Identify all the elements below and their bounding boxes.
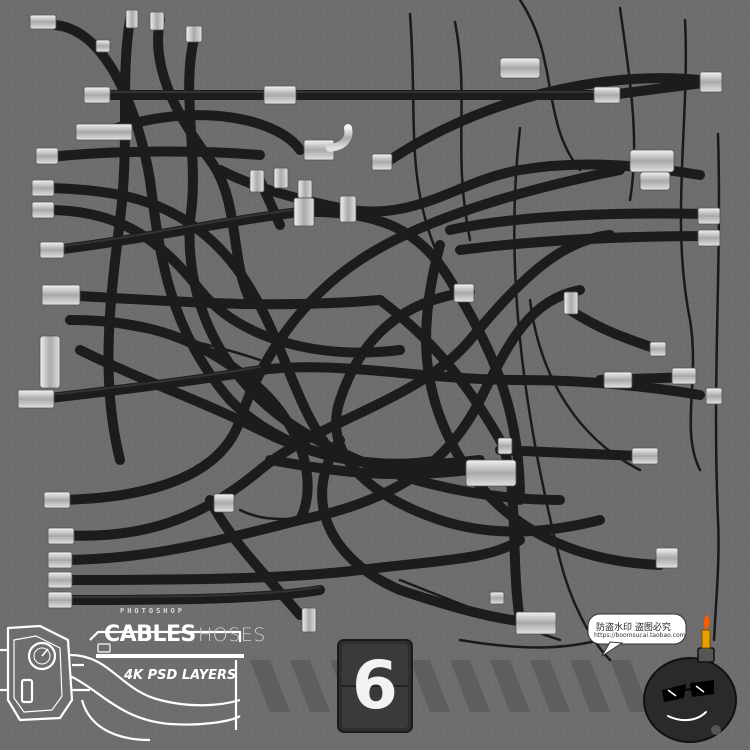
fitting (563, 291, 579, 315)
fitting (497, 437, 513, 455)
fitting (655, 547, 679, 569)
hose-highlight-group (49, 91, 601, 598)
logo-spec-label: 4K PSD LAYERS (124, 668, 237, 683)
fitting (697, 207, 721, 225)
fitting (297, 179, 313, 199)
logo-top-label: PHOTOSHOP (120, 607, 185, 615)
fitting (185, 25, 203, 43)
hose (455, 231, 715, 255)
hose (105, 110, 305, 155)
watermark-text: 防盗水印 盗图必究 (596, 623, 671, 633)
fitting (301, 607, 317, 633)
fitting (83, 86, 111, 104)
fitting (17, 389, 55, 409)
fitting (47, 527, 75, 545)
fitting (263, 85, 297, 105)
fitting (249, 169, 265, 193)
bomb-mascot-icon (643, 614, 737, 743)
hose (43, 205, 405, 358)
fitting (31, 201, 55, 219)
fitting (31, 179, 55, 197)
fitting (699, 71, 723, 93)
hose (75, 345, 445, 469)
fitting (649, 341, 667, 357)
hose (317, 435, 535, 627)
fitting (95, 39, 111, 53)
fitting (43, 491, 71, 509)
fitting (453, 283, 475, 303)
number-plate-icon (337, 639, 413, 733)
hose (45, 146, 265, 162)
hose (55, 230, 615, 541)
badge-digit: 6 (352, 647, 398, 724)
hose (265, 455, 475, 480)
fitting (639, 171, 671, 191)
fitting (47, 551, 73, 569)
hose (215, 159, 705, 217)
fitting (603, 371, 633, 389)
watermark-url: https://boomsucai.taobao.com (594, 632, 686, 639)
hose (385, 73, 705, 165)
fitting (629, 149, 675, 173)
hose (55, 535, 525, 585)
fitting (631, 447, 659, 465)
fitting (671, 367, 697, 385)
hose (45, 165, 625, 505)
fitting (39, 335, 61, 389)
fitting (339, 195, 357, 223)
fitting (39, 241, 65, 259)
hose (184, 30, 565, 505)
watermark-bubble (587, 613, 687, 657)
logo-emblem (0, 624, 244, 742)
thin-wire (712, 132, 721, 642)
fitting (75, 123, 133, 141)
gauge-emblem-icon (27, 641, 57, 671)
thin-wire (618, 6, 636, 202)
fitting-group (17, 9, 723, 635)
fitting (35, 147, 59, 165)
hose (445, 208, 715, 235)
hose (55, 290, 385, 310)
fitting (697, 229, 721, 247)
fitting (515, 611, 557, 635)
hose (205, 495, 305, 620)
hose (65, 315, 313, 525)
hose (421, 240, 665, 570)
fitting (489, 591, 505, 605)
fitting (593, 86, 621, 104)
fitting (47, 571, 73, 589)
fitting (29, 14, 57, 30)
fitting (41, 284, 81, 306)
logo-title-light: HOSES (198, 624, 266, 646)
logo-title-bold: CABLES (104, 622, 196, 647)
fitting (47, 591, 73, 609)
hose (50, 206, 525, 505)
fitting (465, 459, 517, 487)
fitting (125, 9, 139, 29)
fitting (371, 153, 393, 171)
thin-wire (458, 638, 602, 649)
hose (153, 15, 255, 305)
elbow-fitting (326, 124, 353, 152)
hose (55, 285, 585, 565)
hose (495, 445, 645, 461)
fitting (273, 167, 289, 189)
fitting (499, 57, 541, 79)
fitting (293, 197, 315, 227)
hose (55, 585, 325, 605)
hose (43, 183, 335, 455)
fitting (213, 493, 235, 513)
fitting (705, 387, 723, 405)
fitting (149, 11, 165, 31)
thin-wire (679, 18, 702, 472)
